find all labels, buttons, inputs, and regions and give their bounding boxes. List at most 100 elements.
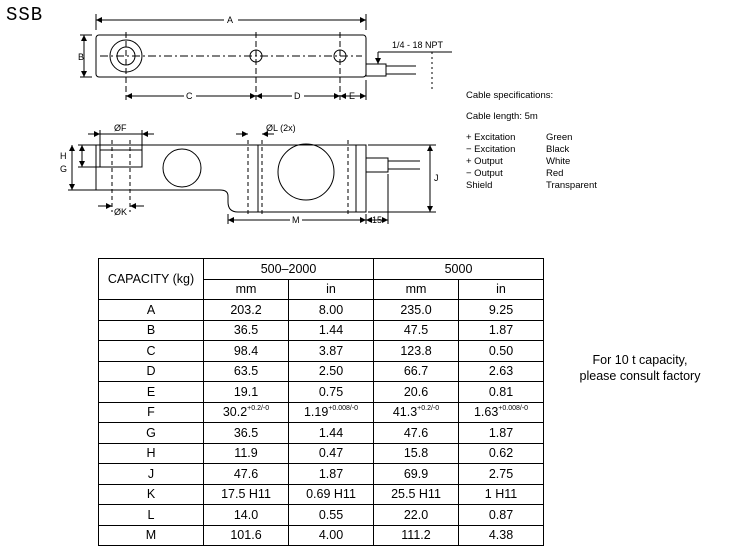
dim-label-e: E xyxy=(349,91,355,101)
value-cell: 47.5 xyxy=(373,319,459,341)
tolerance-text: +0.2/-0 xyxy=(417,405,440,413)
value-cell: 20.6 xyxy=(373,381,459,403)
dimension-cell: F xyxy=(98,401,204,423)
value-cell: 14.0 xyxy=(203,504,289,526)
value-cell: 1.87 xyxy=(458,319,544,341)
value-cell: 1.44 xyxy=(288,422,374,444)
value-cell: 0.69 H11 xyxy=(288,483,374,505)
group-header-5000: 5000 xyxy=(373,258,544,280)
consult-note: For 10 t capacity, please consult factor… xyxy=(566,352,714,384)
value-text: 123.8 xyxy=(400,343,432,358)
dim-label-h: H xyxy=(60,151,67,161)
value-text: 1.87 xyxy=(488,425,514,440)
value-cell: 1.19+0.008/-0 xyxy=(288,401,374,423)
dimension-cell: H xyxy=(98,442,204,464)
value-cell: 2.50 xyxy=(288,360,374,382)
unit-header: mm xyxy=(373,278,459,300)
value-cell: 111.2 xyxy=(373,524,459,546)
value-cell: 47.6 xyxy=(373,422,459,444)
dimension-cell: G xyxy=(98,422,204,444)
value-text: 11.9 xyxy=(234,446,258,461)
dim-label-m: M xyxy=(292,215,300,225)
value-text: 2.63 xyxy=(488,364,514,379)
top-view-body xyxy=(95,34,367,78)
value-text: 20.6 xyxy=(403,384,429,399)
value-text: 47.6 xyxy=(403,425,429,440)
value-cell: 4.38 xyxy=(458,524,544,546)
value-text: 1.44 xyxy=(318,425,344,440)
capacity-header: CAPACITY (kg) xyxy=(98,258,204,300)
value-cell: 69.9 xyxy=(373,463,459,485)
value-cell: 36.5 xyxy=(203,319,289,341)
value-text: 1.87 xyxy=(318,466,344,481)
dim-label-a: A xyxy=(227,15,233,25)
group-header-500-2000: 500–2000 xyxy=(203,258,374,280)
value-text: 25.5 H11 xyxy=(391,487,441,502)
table-header-row: CAPACITY (kg) 500–2000 5000 xyxy=(98,258,544,300)
value-text: 69.9 xyxy=(403,466,429,481)
unit-header: in xyxy=(458,278,544,300)
value-text: 3.87 xyxy=(318,343,344,358)
tolerance-text: +0.008/-0 xyxy=(328,405,359,413)
value-text: 98.4 xyxy=(233,343,259,358)
consult-note-line1: For 10 t capacity, xyxy=(592,353,688,367)
value-cell: 101.6 xyxy=(203,524,289,546)
value-text: 15.8 xyxy=(403,446,429,461)
consult-note-line2: please consult factory xyxy=(579,369,701,383)
tolerance-text: +0.008/-0 xyxy=(498,405,529,413)
value-cell: 3.87 xyxy=(288,340,374,362)
dimension-cell: L xyxy=(98,504,204,526)
value-cell: 25.5 H11 xyxy=(373,483,459,505)
value-cell: 1.63+0.008/-0 xyxy=(458,401,544,423)
value-cell: 203.2 xyxy=(203,299,289,321)
value-text: 47.5 xyxy=(403,323,429,338)
value-cell: 2.75 xyxy=(458,463,544,485)
value-text: 36.5 xyxy=(233,425,259,440)
value-text: 30.2 xyxy=(222,405,248,420)
value-cell: 19.1 xyxy=(203,381,289,403)
value-text: 47.6 xyxy=(233,466,259,481)
value-text: 2.75 xyxy=(488,466,514,481)
units-row: mm in mm in xyxy=(99,278,544,300)
value-text: 0.62 xyxy=(488,446,514,461)
value-cell: 30.2+0.2/-0 xyxy=(203,401,289,423)
value-text: 1.44 xyxy=(318,323,344,338)
dim-label-npt: 1/4 - 18 NPT xyxy=(392,40,444,50)
value-cell: 4.00 xyxy=(288,524,374,546)
value-text: 1.87 xyxy=(488,323,514,338)
cable-specifications: Cable specifications: Cable length: 5m +… xyxy=(466,90,597,192)
dim-label-f: ØF xyxy=(114,123,127,133)
value-text: 8.00 xyxy=(318,302,344,317)
value-text: 0.75 xyxy=(318,384,344,399)
value-cell: 63.5 xyxy=(203,360,289,382)
dimensions-table: CAPACITY (kg) 500–2000 5000 mm in mm in … xyxy=(98,258,544,546)
dimension-cell: D xyxy=(98,360,204,382)
side-view-gland xyxy=(365,157,389,173)
tolerance-text: +0.2/-0 xyxy=(247,405,270,413)
value-cell: 0.47 xyxy=(288,442,374,464)
value-cell: 1.87 xyxy=(458,422,544,444)
dim-label-15: 15 xyxy=(372,215,382,225)
value-cell: 1.87 xyxy=(288,463,374,485)
value-cell: 0.75 xyxy=(288,381,374,403)
value-cell: 15.8 xyxy=(373,442,459,464)
dimension-cell: A xyxy=(98,299,204,321)
value-cell: 41.3+0.2/-0 xyxy=(373,401,459,423)
value-cell: 1 H11 xyxy=(458,483,544,505)
value-text: 36.5 xyxy=(233,323,259,338)
value-text: 1.19 xyxy=(303,405,329,420)
dim-label-j: J xyxy=(434,173,439,183)
dim-label-c: C xyxy=(186,91,193,101)
value-text: 0.87 xyxy=(488,507,514,522)
value-cell: 0.87 xyxy=(458,504,544,526)
